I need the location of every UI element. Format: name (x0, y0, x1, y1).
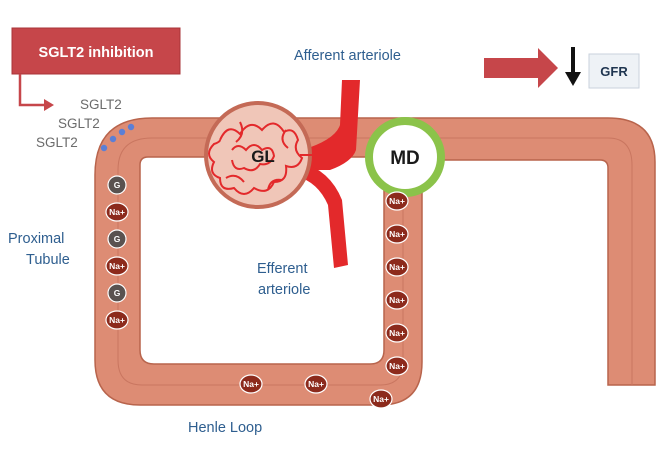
sodium-ion: Na+ (304, 374, 328, 394)
sodium-ion-label: Na+ (389, 295, 405, 305)
efferent-arteriole (296, 162, 348, 268)
sodium-ion: Na+ (385, 290, 409, 310)
header-pointer-arrow (18, 74, 46, 107)
sglt2-label-2: SGLT2 (58, 116, 100, 131)
glucose-ion-label: G (114, 180, 121, 190)
afferent-arteriole-label: Afferent arteriole (294, 48, 401, 64)
sodium-ion: Na+ (105, 256, 129, 276)
afferent-arteriole (300, 80, 360, 170)
macula-densa-label: MD (390, 148, 420, 169)
glucose-ion: G (107, 175, 127, 195)
sglt2-transporter-dot (118, 128, 126, 136)
sglt2-transporter-dot (100, 144, 108, 152)
sodium-ion-label: Na+ (373, 394, 389, 404)
glucose-ion-label: G (114, 288, 121, 298)
sodium-ion: Na+ (385, 356, 409, 376)
sodium-ion-label: Na+ (308, 379, 324, 389)
glucose-ion: G (107, 283, 127, 303)
henle-loop-label: Henle Loop (188, 420, 262, 436)
proximal-tubule-label-line1: Proximal (8, 231, 64, 247)
tubule-wall (94, 117, 656, 406)
sglt2-label-3: SGLT2 (36, 135, 78, 150)
down-arrow-icon (565, 47, 581, 86)
glomerulus-label: GL (251, 147, 275, 166)
sodium-ion: Na+ (385, 257, 409, 277)
macula-densa: MD (365, 117, 445, 197)
gfr-label: GFR (600, 64, 628, 79)
glucose-ion-label: G (114, 234, 121, 244)
sodium-ion: Na+ (385, 224, 409, 244)
proximal-ions: G Na+ G Na+ G Na+ (105, 175, 129, 330)
loop-ions: Na+ Na+ (239, 374, 328, 394)
sglt2-transporters (100, 123, 135, 152)
gfr-badge: GFR (588, 53, 640, 89)
macula-densa-body (365, 117, 445, 197)
ascending-ions: Na+ Na+ Na+ Na+ Na+ Na+ Na+ (369, 191, 409, 409)
glucose-ion: G (107, 229, 127, 249)
right-arrow-icon (484, 48, 558, 88)
sodium-ion-label: Na+ (389, 328, 405, 338)
sodium-ion-label: Na+ (389, 196, 405, 206)
sodium-ion: Na+ (385, 323, 409, 343)
glomerulus-capillaries (208, 121, 318, 195)
sodium-ion-label: Na+ (109, 207, 125, 217)
sglt2-label-1: SGLT2 (80, 97, 122, 112)
sodium-ion: Na+ (105, 310, 129, 330)
sodium-ion-label: Na+ (109, 261, 125, 271)
header-pointer-arrowhead (44, 99, 54, 111)
sglt2-transporter-dot (127, 123, 135, 131)
sglt2-inhibition-box: SGLT2 inhibition (11, 27, 181, 75)
efferent-arteriole-label-line1: Efferent (257, 261, 308, 277)
sglt2-inhibition-label: SGLT2 inhibition (39, 45, 154, 61)
sodium-ion-label: Na+ (389, 262, 405, 272)
efferent-arteriole-label-line2: arteriole (258, 282, 310, 298)
sodium-ion: Na+ (239, 374, 263, 394)
sodium-ion-label: Na+ (389, 361, 405, 371)
sodium-ion-label: Na+ (389, 229, 405, 239)
sodium-ion: Na+ (385, 191, 409, 211)
sodium-ion-label: Na+ (243, 379, 259, 389)
sodium-ion-label: Na+ (109, 315, 125, 325)
sodium-ion: Na+ (105, 202, 129, 222)
sodium-ion: Na+ (369, 389, 393, 409)
proximal-tubule-label-line2: Tubule (26, 252, 70, 268)
sglt2-transporter-dot (109, 135, 117, 143)
glomerulus: GL (204, 101, 318, 209)
